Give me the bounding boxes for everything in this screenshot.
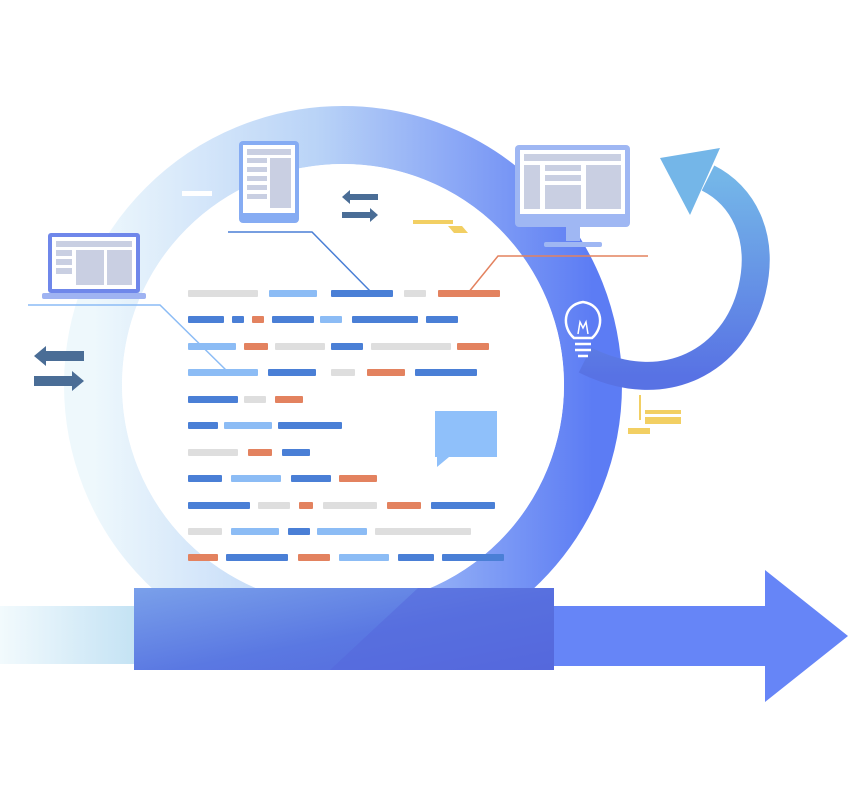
connector-line <box>228 231 373 294</box>
lightbulb-icon <box>564 300 602 358</box>
ring-marker <box>182 191 212 196</box>
speech-bubble-icon <box>435 411 497 467</box>
desktop-monitor-icon <box>515 145 630 247</box>
curved-cycle-arrow-icon <box>578 148 770 390</box>
content-panel <box>122 164 564 606</box>
sticky-note-icon <box>628 395 681 434</box>
swap-arrows-icon <box>342 190 378 222</box>
laptop-icon <box>42 233 146 299</box>
forward-arrow-icon <box>0 570 848 702</box>
connector-line <box>467 255 648 294</box>
sticky-note-icon <box>413 220 468 233</box>
tablet-icon <box>239 141 299 223</box>
swap-arrows-icon <box>34 346 84 391</box>
